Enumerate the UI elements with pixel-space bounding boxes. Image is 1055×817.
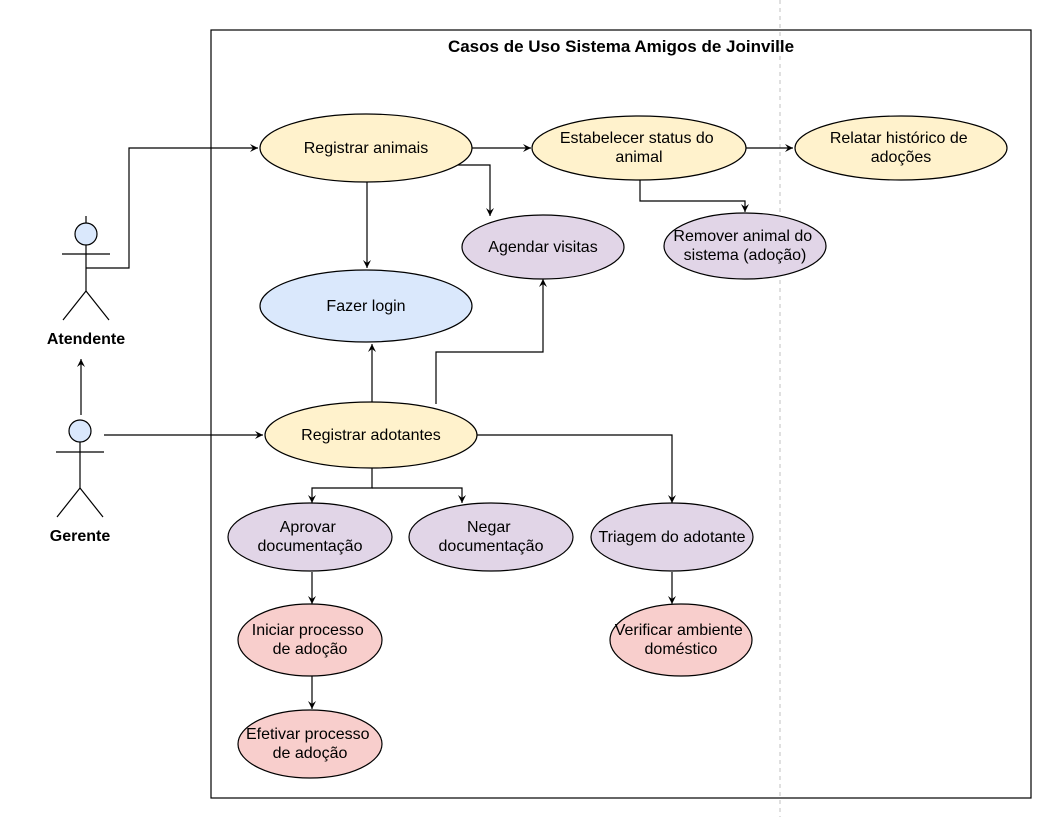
use-case-registrar-animais[interactable]: Registrar animais <box>259 113 473 183</box>
edge-atendente-registrar-animais <box>86 144 258 269</box>
actor-label-gerente: Gerente <box>50 528 111 545</box>
uc-line: doméstico <box>645 641 718 658</box>
use-case-agendar-visitas[interactable]: Agendar visitas <box>461 214 625 280</box>
svg-text:Agendar visitas: Agendar visitas <box>488 239 597 256</box>
edge-registrar-adotantes-agendar-visitas <box>435 279 547 404</box>
use-case-registrar-adotantes[interactable]: Registrar adotantes <box>264 401 478 469</box>
uc-line: Relatar histórico de <box>830 130 968 147</box>
uc-line: documentação <box>439 538 544 555</box>
uc-line: Iniciar processo <box>252 622 364 639</box>
use-case-aprovar-documentacao[interactable]: Aprovar documentação <box>227 502 393 572</box>
uc-line: Remover animal do <box>673 228 812 245</box>
actor-gerente[interactable]: Gerente <box>50 419 111 545</box>
uc-line: Registrar adotantes <box>301 427 441 444</box>
uc-line: Verificar ambiente <box>615 622 743 639</box>
uc-line: adoções <box>871 149 932 166</box>
uc-line: Fazer login <box>326 298 405 315</box>
uc-line: animal <box>615 149 662 166</box>
svg-text:Registrar adotantes: Registrar adotantes <box>301 427 441 444</box>
actor-label-atendente: Atendente <box>47 331 125 348</box>
edge-registrar-adotantes-aprovar <box>308 468 373 503</box>
uc-line: sistema (adoção) <box>684 247 807 264</box>
actor-head-icon <box>74 222 98 246</box>
actor-atendente[interactable]: Atendente <box>47 216 125 348</box>
use-case-verificar-ambiente[interactable]: Verificar ambiente doméstico <box>609 603 753 677</box>
svg-text:Fazer login: Fazer login <box>326 298 405 315</box>
svg-text:Triagem do adotante: Triagem do adotante <box>598 529 745 546</box>
edge-estabelecer-status-remover-animal <box>639 180 749 212</box>
system-boundary <box>210 29 1032 799</box>
uc-line: Triagem do adotante <box>598 529 745 546</box>
edge-registrar-animais-agendar-visitas <box>458 164 494 216</box>
uc-line: Agendar visitas <box>488 239 597 256</box>
uc-line: de adoção <box>273 745 348 762</box>
diagram-title: Casos de Uso Sistema Amigos de Joinville <box>448 37 794 56</box>
svg-text:Aprovar documentação: Aprovar documentação <box>258 519 363 555</box>
uc-line: Estabelecer status do <box>560 130 714 147</box>
edge-registrar-adotantes-negar <box>372 487 466 503</box>
actor-head-icon <box>68 419 92 443</box>
use-case-relatar-historico[interactable]: Relatar histórico de adoções <box>794 115 1008 181</box>
svg-text:Registrar animais: Registrar animais <box>304 140 428 157</box>
svg-text:Verificar ambiente domés: Verificar ambiente doméstico <box>615 622 748 658</box>
use-case-efetivar-processo[interactable]: Efetivar processo de adoção <box>237 709 383 779</box>
edge-registrar-adotantes-triagem <box>477 434 676 503</box>
edges <box>77 144 793 709</box>
use-case-negar-documentacao[interactable]: Negar documentação <box>408 502 574 572</box>
use-case-triagem-adotante[interactable]: Triagem do adotante <box>590 502 754 572</box>
uc-line: Registrar animais <box>304 140 428 157</box>
uc-line: Negar <box>467 519 511 536</box>
svg-text:Efetivar processo de ado: Efetivar processo de adoção <box>246 726 374 762</box>
uc-line: documentação <box>258 538 363 555</box>
use-case-estabelecer-status[interactable]: Estabelecer status do animal <box>531 115 747 181</box>
use-case-fazer-login[interactable]: Fazer login <box>259 269 473 343</box>
svg-text:Negar documentação: Negar documentação <box>439 519 544 555</box>
svg-text:Remover animal do sistem: Remover animal do sistema (adoção) <box>673 228 816 264</box>
uc-line: Aprovar <box>280 519 337 536</box>
uc-line: Efetivar processo <box>246 726 370 743</box>
use-case-remover-animal[interactable]: Remover animal do sistema (adoção) <box>663 212 827 280</box>
use-case-iniciar-processo[interactable]: Iniciar processo de adoção <box>237 603 383 677</box>
svg-text:Relatar histórico de ado: Relatar histórico de adoções <box>830 130 972 166</box>
svg-text:Estabelecer status do an: Estabelecer status do animal <box>560 130 718 166</box>
svg-text:Iniciar processo de adoç: Iniciar processo de adoção <box>252 622 369 658</box>
uc-line: de adoção <box>273 641 348 658</box>
